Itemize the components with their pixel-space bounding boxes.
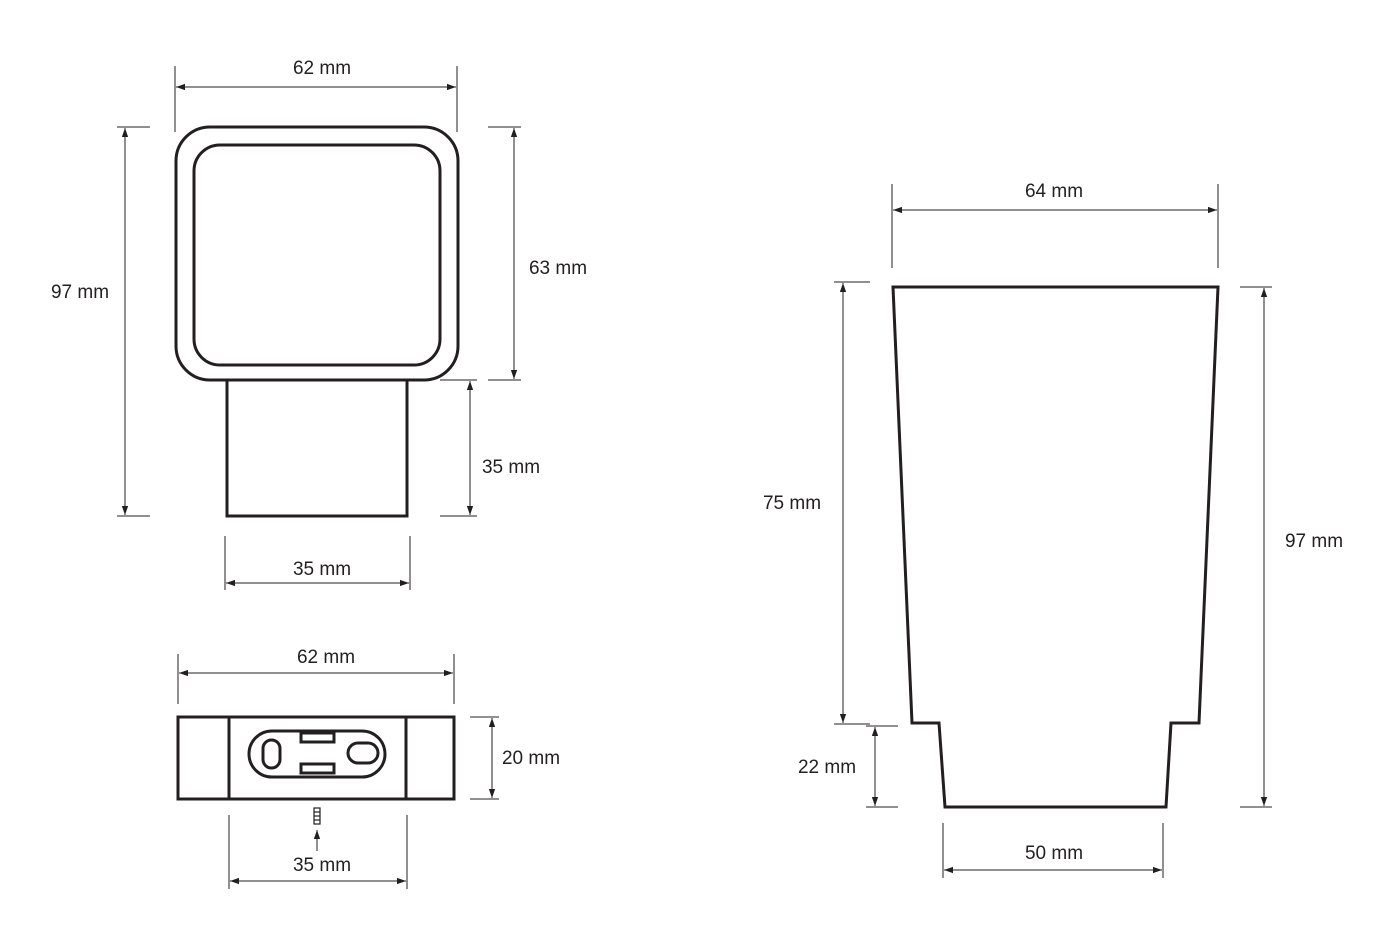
mounting-bracket <box>247 729 387 779</box>
dim-side-base-width: 50 mm <box>1025 843 1083 864</box>
dim-side-top-width: 64 mm <box>1025 181 1083 202</box>
bottom-view: 62 mm 20 mm 35 mm <box>176 647 560 889</box>
holder-neck <box>225 380 409 518</box>
dim-front-total-height: 97 mm <box>51 282 109 303</box>
wall-plate <box>176 715 456 801</box>
dim-bottom-width: 62 mm <box>297 647 355 668</box>
dim-side-total-height: 97 mm <box>1285 531 1343 552</box>
dim-front-neck-height: 35 mm <box>482 457 540 478</box>
dim-bottom-depth: 20 mm <box>502 748 560 769</box>
dim-side-base-height: 22 mm <box>798 757 856 778</box>
dim-front-neck-width: 35 mm <box>293 559 351 580</box>
holder-head-inner <box>192 143 442 367</box>
mounting-slot-icon <box>261 738 282 770</box>
bracket-clip <box>299 731 336 744</box>
dim-front-head-height: 63 mm <box>529 258 587 279</box>
front-view: 62 mm 97 mm 63 mm 35 mm 35 mm <box>51 58 587 590</box>
side-view: 64 mm 75 mm 22 mm 97 mm 50 mm <box>763 181 1343 878</box>
dim-side-upper-height: 75 mm <box>763 493 821 514</box>
mounting-slot-icon <box>346 741 380 765</box>
dim-bottom-center-width: 35 mm <box>293 855 351 876</box>
bracket-clip <box>299 762 336 775</box>
dim-front-width-top: 62 mm <box>293 58 351 79</box>
tumbler-profile <box>891 285 1220 809</box>
holder-head-outer <box>174 125 460 382</box>
set-screw-icon <box>313 807 321 825</box>
